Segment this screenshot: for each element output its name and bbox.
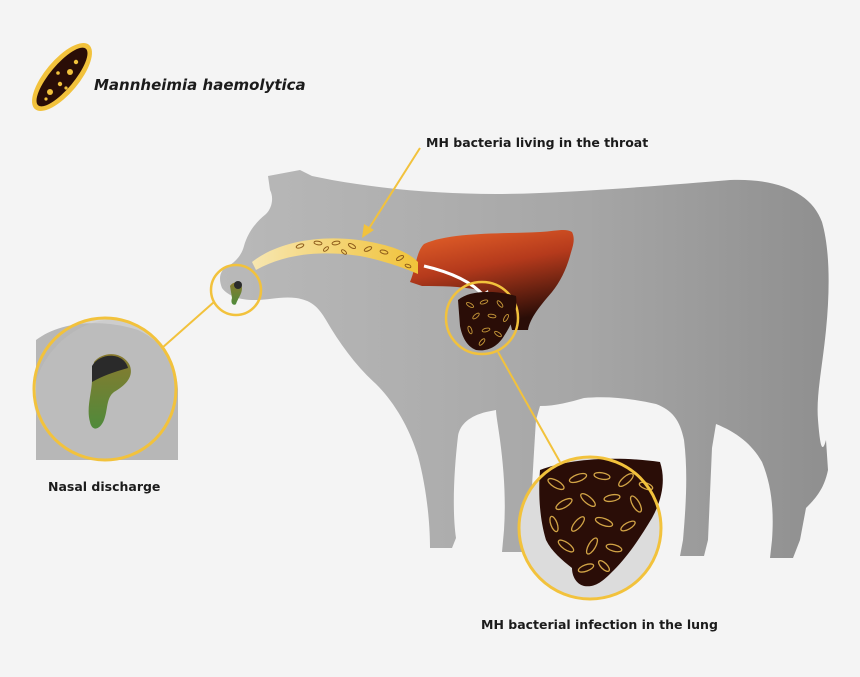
nose-connector-line bbox=[162, 302, 214, 348]
lung-zoom-circle bbox=[519, 457, 663, 599]
nasal-discharge-label: Nasal discharge bbox=[48, 479, 160, 494]
nasal-zoom-circle bbox=[34, 318, 178, 460]
throat-label: MH bacteria living in the throat bbox=[426, 135, 648, 150]
bacterium-icon bbox=[22, 34, 102, 120]
lung-infection-label: MH bacterial infection in the lung bbox=[481, 617, 718, 632]
organism-title: Mannheimia haemolytica bbox=[94, 76, 306, 94]
